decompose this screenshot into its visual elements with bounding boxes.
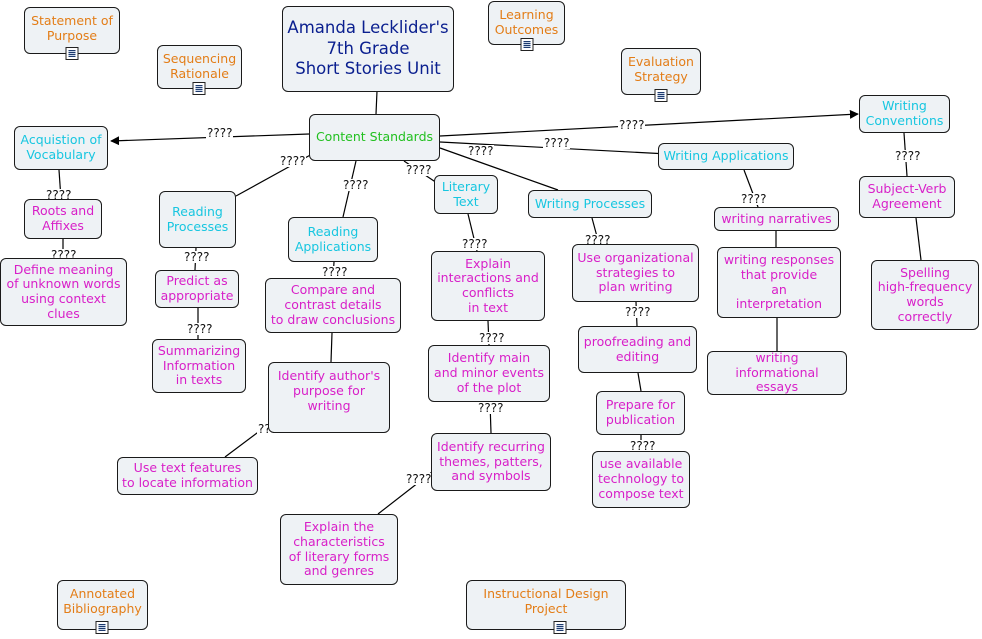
link-label: ????: [186, 322, 214, 336]
document-icon[interactable]: [65, 47, 79, 60]
spelling-words-node[interactable]: Spelling high-frequency words correctly: [871, 260, 979, 330]
link-label: ????: [584, 233, 612, 247]
explain-characteristics-node[interactable]: Explain the characteristics of literary …: [280, 514, 398, 585]
reading-processes-node[interactable]: Reading Processes: [159, 191, 236, 248]
explain-interactions-node[interactable]: Explain interactions and conflicts in te…: [431, 251, 545, 321]
instructional-design-project-node[interactable]: Instructional Design Project: [466, 580, 626, 630]
writing-conventions-node[interactable]: Writing Conventions: [859, 95, 950, 133]
link-label: ????: [543, 136, 571, 150]
literary-text-node[interactable]: Literary Text: [434, 175, 498, 214]
link-label: ????: [461, 237, 489, 251]
use-available-technology-node[interactable]: use available technology to compose text: [592, 451, 690, 508]
link-label: ????: [206, 126, 234, 140]
statement-of-purpose-node[interactable]: Statement of Purpose: [24, 7, 120, 54]
link-label: ????: [477, 401, 505, 415]
link-label: ????: [45, 188, 73, 202]
document-icon[interactable]: [553, 621, 567, 634]
sequencing-rationale-node[interactable]: Sequencing Rationale: [157, 45, 242, 89]
define-meaning-node[interactable]: Define meaning of unknown words using co…: [0, 258, 127, 326]
proofreading-and-editing-node[interactable]: proofreading and editing: [578, 326, 697, 373]
document-icon[interactable]: [520, 38, 534, 51]
identify-authors-purpose-node[interactable]: Identify author's purpose for writing: [268, 362, 390, 433]
use-text-features-node[interactable]: Use text features to locate information: [117, 457, 258, 495]
acquisition-of-vocabulary-node[interactable]: Acquistion of Vocabulary: [14, 126, 108, 170]
writing-responses-node[interactable]: writing responses that provide an interp…: [717, 247, 841, 318]
writing-applications-node[interactable]: Writing Applications: [658, 143, 794, 170]
link-label: ????: [740, 192, 768, 206]
roots-and-affixes-node[interactable]: Roots and Affixes: [24, 199, 102, 239]
learning-outcomes-node[interactable]: Learning Outcomes: [488, 1, 565, 45]
writing-informational-essays-node[interactable]: writing informational essays: [707, 350, 847, 395]
link-label: ????: [321, 265, 349, 279]
link-label: ????: [342, 178, 370, 192]
link-label: ????: [467, 144, 495, 158]
compare-and-contrast-node[interactable]: Compare and contrast details to draw con…: [265, 278, 401, 333]
identify-recurring-themes-node[interactable]: Identify recurring themes, patters, and …: [431, 433, 551, 491]
link-label: ????: [405, 472, 433, 486]
summarizing-information-node[interactable]: Summarizing Information in texts: [152, 339, 246, 393]
document-icon[interactable]: [192, 82, 206, 95]
link-label: ????: [894, 149, 922, 163]
identify-main-minor-events-node[interactable]: Identify main and minor events of the pl…: [428, 345, 550, 402]
writing-processes-node[interactable]: Writing Processes: [528, 190, 652, 218]
link-label: ????: [618, 118, 646, 132]
link-label: ????: [279, 154, 307, 168]
link-label: ????: [629, 439, 657, 453]
link-label: ????: [624, 305, 652, 319]
link-label: ????: [478, 331, 506, 345]
predict-as-appropriate-node[interactable]: Predict as appropriate: [155, 270, 239, 308]
document-icon[interactable]: [654, 89, 668, 102]
evaluation-strategy-node[interactable]: Evaluation Strategy: [621, 48, 701, 95]
link-label: ????: [405, 163, 433, 177]
use-organizational-strategies-node[interactable]: Use organizational strategies to plan wr…: [572, 244, 699, 302]
reading-applications-node[interactable]: Reading Applications: [288, 217, 378, 262]
writing-narratives-node[interactable]: writing narratives: [714, 207, 839, 231]
document-icon[interactable]: [95, 621, 109, 634]
prepare-for-publication-node[interactable]: Prepare for publication: [596, 391, 685, 435]
subject-verb-agreement-node[interactable]: Subject-Verb Agreement: [859, 176, 955, 218]
unit-title-node[interactable]: Amanda Lecklider's 7th Grade Short Stori…: [282, 6, 454, 92]
content-standards-node[interactable]: Content Standards: [309, 114, 440, 161]
link-label: ????: [183, 250, 211, 264]
